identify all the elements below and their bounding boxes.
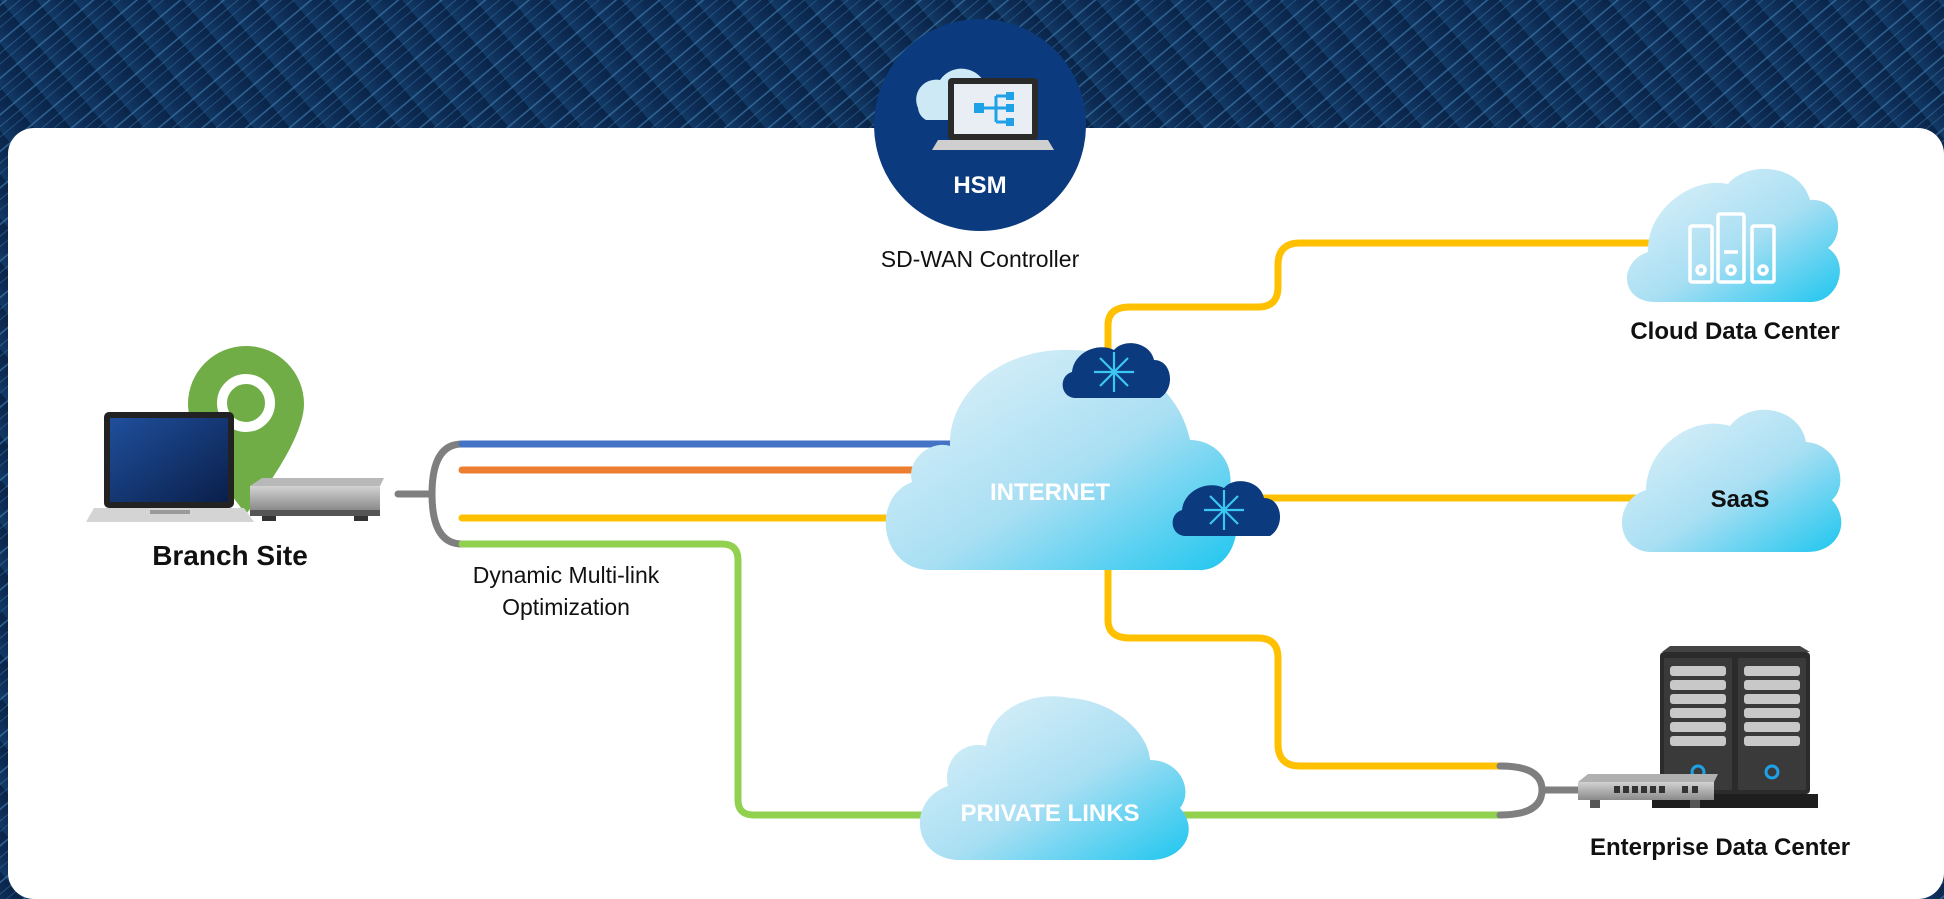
edge-node-top[interactable] bbox=[1062, 343, 1171, 398]
branch-site-label: Branch Site bbox=[152, 540, 308, 571]
cloud-data-center-label: Cloud Data Center bbox=[1630, 318, 1840, 345]
laptop-icon bbox=[86, 412, 254, 522]
hsm-controller[interactable] bbox=[874, 19, 1086, 231]
fan-bottom bbox=[428, 490, 466, 548]
network-links bbox=[394, 239, 1664, 819]
cloud-icon bbox=[1627, 168, 1840, 302]
optimization-label-line2: Optimization bbox=[502, 594, 630, 620]
network-switch-icon bbox=[1578, 774, 1718, 808]
router-icon bbox=[250, 478, 384, 521]
sd-wan-controller-label: SD-WAN Controller bbox=[880, 246, 1080, 272]
laptop-icon bbox=[932, 78, 1054, 150]
hsm-label: HSM bbox=[953, 172, 1007, 199]
link-green-private bbox=[458, 540, 1504, 819]
converge-arrows-icon bbox=[1204, 490, 1244, 530]
branch-site[interactable] bbox=[86, 346, 384, 522]
edge-node-right[interactable] bbox=[1172, 481, 1281, 536]
private-links-cloud[interactable] bbox=[919, 696, 1189, 860]
link-yellow-cloud bbox=[1104, 239, 1664, 362]
cloud-data-center[interactable] bbox=[1627, 168, 1840, 302]
network-tree-icon bbox=[980, 94, 1008, 124]
private-links-label: PRIVATE LINKS bbox=[960, 800, 1140, 827]
cloud-icon bbox=[1621, 409, 1842, 552]
internet-cloud[interactable] bbox=[885, 349, 1237, 570]
server-icon bbox=[1688, 212, 1776, 284]
link-yellow-enterprise bbox=[1104, 546, 1504, 770]
cloud-icon bbox=[885, 349, 1237, 570]
enterprise-data-center-label: Enterprise Data Center bbox=[1589, 834, 1851, 861]
optimization-label-line1: Dynamic Multi-link bbox=[472, 562, 660, 588]
converge-arrows-icon bbox=[1094, 352, 1134, 392]
saas-label: SaaS bbox=[1710, 486, 1770, 513]
internet-label: INTERNET bbox=[990, 479, 1110, 506]
saas-cloud[interactable] bbox=[1621, 409, 1842, 552]
enterprise-data-center[interactable] bbox=[1578, 646, 1818, 808]
cloud-icon bbox=[919, 696, 1189, 860]
